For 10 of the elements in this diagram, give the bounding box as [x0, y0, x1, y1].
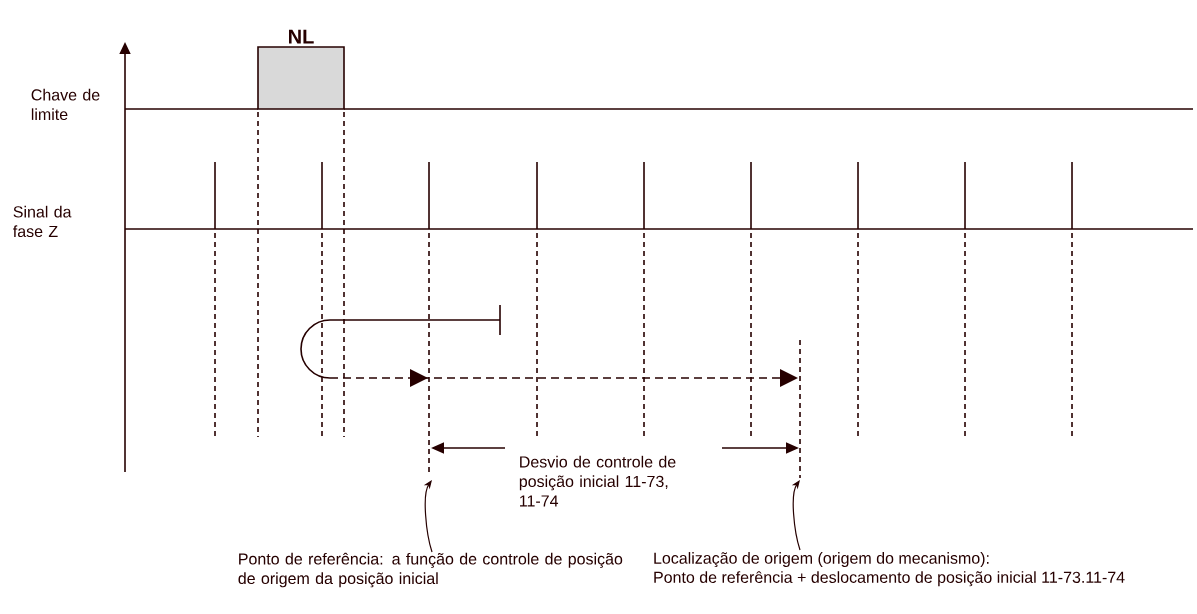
dimension-label: Desvio de controle de posição inicial 11-73, 11-74	[519, 455, 676, 507]
pulse-box: NL	[257, 29, 345, 110]
caption-text: Ponto de referência: a função de controle de posição de origem da posição inicial	[238, 552, 623, 588]
caption-heading: Localização de origem (origem do mecanismo):	[654, 552, 989, 568]
axis-label: Chave de limite	[31, 88, 100, 121]
leader-line	[791, 480, 801, 551]
axis-label: Sinal da fase Z	[13, 205, 72, 238]
leader-line	[423, 480, 433, 553]
caption-text: Ponto de referência + deslocamento de posição inicial 11-73.11-74	[654, 571, 1125, 587]
node-label: NL	[289, 29, 314, 44]
